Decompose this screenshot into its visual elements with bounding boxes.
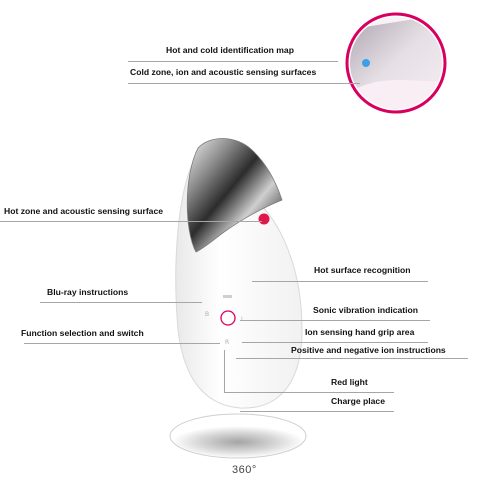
label-function-switch: Function selection and switch <box>21 328 144 338</box>
leader-sonic <box>240 320 430 321</box>
label-hot-surface: Hot surface recognition <box>314 265 411 275</box>
label-hot-zone: Hot zone and acoustic sensing surface <box>4 206 164 216</box>
leader-pos-neg-ion <box>236 358 468 359</box>
label-red-light: Red light <box>331 377 368 387</box>
blu-ray-mark: B <box>205 311 209 318</box>
leader-hot-cold-map <box>128 61 338 62</box>
leader-cold-zone <box>128 83 360 84</box>
label-blu-ray: Blu-ray instructions <box>47 287 129 297</box>
leader-red-light <box>224 392 394 393</box>
leader-ion-grip <box>242 342 428 343</box>
leader-blu-ray <box>40 302 202 303</box>
label-ion-grip: Ion sensing hand grip area <box>305 327 415 337</box>
label-pos-neg-ion: Positive and negative ion instructions <box>291 345 446 355</box>
indicator-bar <box>223 295 232 298</box>
rotation-ring <box>169 413 307 459</box>
ion-mark: I <box>241 316 243 323</box>
label-hot-cold-map: Hot and cold identification map <box>166 45 294 55</box>
label-cold-zone: Cold zone, ion and acoustic sensing surf… <box>130 67 317 77</box>
red-mark: R <box>225 339 229 346</box>
label-sonic-vibration: Sonic vibration indication <box>313 305 419 315</box>
hot-dot <box>258 213 270 225</box>
function-switch-ring <box>220 310 236 326</box>
rotation-caption: 360° <box>232 464 257 476</box>
leader-charge-place <box>240 411 394 412</box>
chrome-cap <box>186 138 283 253</box>
label-charge-place: Charge place <box>331 396 385 406</box>
cold-dot <box>362 59 370 67</box>
leader-function-switch <box>24 343 220 344</box>
vleader-red-light <box>224 350 225 392</box>
base-shadow <box>172 426 304 458</box>
leader-hot-surface <box>252 281 428 282</box>
leader-hot-zone <box>0 221 262 222</box>
